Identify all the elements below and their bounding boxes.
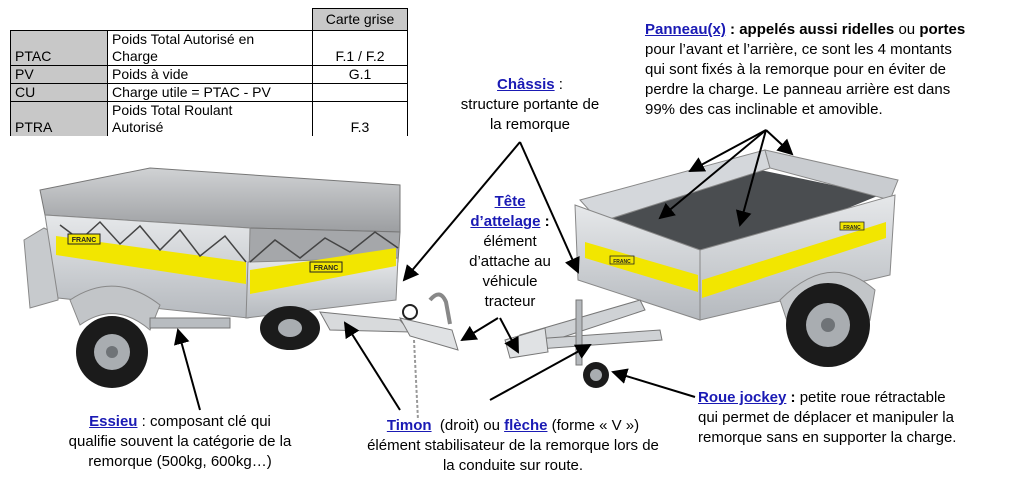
row-ref: F.3 [312, 101, 408, 136]
svg-text:FRANC: FRANC [843, 225, 861, 231]
annotation-essieu: Essieu : composant clé qui qualifie souv… [68, 413, 292, 470]
annotation-panneaux: Panneau(x) : appelés aussi ridelles ou p… [645, 21, 966, 118]
right-trailer-image: FRANC FRANC [504, 149, 899, 388]
term-tete[interactable]: Tête [494, 193, 526, 210]
annotation-roue-jockey: Roue jockey : petite roue rétractable qu… [698, 389, 957, 446]
term-panneaux[interactable]: Panneau(x) [645, 21, 726, 38]
term-attelage[interactable]: d’attelage [470, 213, 541, 230]
row-desc: Charge utile = PTAC - PV [107, 83, 313, 102]
table-header-carte-grise: Carte grise [312, 8, 408, 31]
row-ref [312, 83, 408, 102]
row-desc: Poids à vide [107, 65, 313, 84]
spec-table: Carte grise PTAC Poids Total Autorisé en… [10, 8, 408, 136]
annotation-timon: Timon (droit) ou flèche (forme « V ») él… [367, 417, 659, 474]
term-roue-jockey[interactable]: Roue jockey [698, 389, 787, 406]
row-abbr: PTRA [10, 101, 108, 136]
row-ref: F.1 / F.2 [312, 30, 408, 66]
term-chassis[interactable]: Châssis [497, 76, 555, 93]
row-abbr: PV [10, 65, 108, 84]
term-essieu[interactable]: Essieu [89, 413, 138, 430]
svg-text:FRANC: FRANC [613, 259, 631, 265]
left-trailer-image: FRANC FRANC [23, 167, 459, 421]
table-row: CU Charge utile = PTAC - PV [10, 83, 408, 102]
svg-text:FRANC: FRANC [314, 265, 339, 272]
annotation-tete-attelage: Tête d’attelage : élément d’attache au v… [469, 193, 551, 310]
annotation-chassis: Châssis : structure portante de la remor… [460, 76, 600, 133]
svg-text:FRANC: FRANC [72, 237, 97, 244]
annotation-arrows [173, 129, 794, 411]
term-fleche[interactable]: flèche [504, 417, 548, 434]
term-timon[interactable]: Timon [386, 417, 432, 434]
